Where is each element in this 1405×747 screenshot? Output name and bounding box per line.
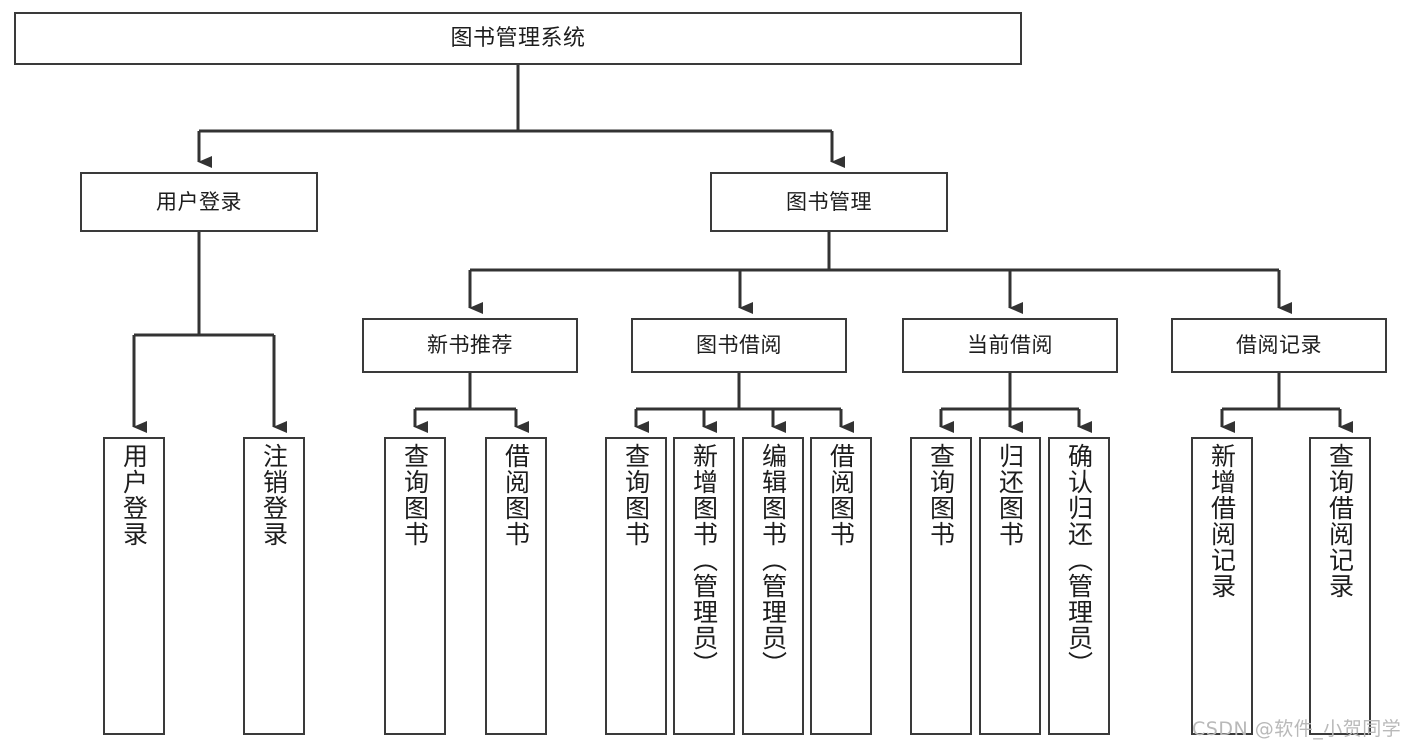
leaf-query-book-current[interactable]: 查询图书 — [910, 437, 972, 735]
leaf-confirm-return-admin[interactable]: 确认归还（管理员） — [1048, 437, 1110, 735]
leaf-add-borrow-record[interactable]: 新增借阅记录 — [1191, 437, 1253, 735]
node-label: 归还图书 — [995, 443, 1025, 547]
leaf-borrow-book-recommendation[interactable]: 借阅图书 — [485, 437, 547, 735]
node-book-borrow[interactable]: 图书借阅 — [631, 318, 847, 373]
leaf-add-book-admin[interactable]: 新增图书（管理员） — [673, 437, 735, 735]
node-label: 查询借阅记录 — [1325, 443, 1355, 599]
node-label: 新书推荐 — [427, 333, 513, 357]
node-label: 借阅图书 — [501, 443, 531, 547]
node-label: 用户登录 — [156, 189, 242, 214]
node-label: 编辑图书（管理员） — [758, 443, 788, 677]
node-current-borrow[interactable]: 当前借阅 — [902, 318, 1118, 373]
leaf-query-book-recommendation[interactable]: 查询图书 — [384, 437, 446, 735]
leaf-borrow-book[interactable]: 借阅图书 — [810, 437, 872, 735]
leaf-return-book[interactable]: 归还图书 — [979, 437, 1041, 735]
node-label: 当前借阅 — [967, 333, 1053, 357]
node-label: 新增图书（管理员） — [689, 443, 719, 677]
leaf-edit-book-admin[interactable]: 编辑图书（管理员） — [742, 437, 804, 735]
node-new-book-recommendation[interactable]: 新书推荐 — [362, 318, 578, 373]
node-label: 查询图书 — [400, 443, 430, 547]
leaf-user-login[interactable]: 用户登录 — [103, 437, 165, 735]
watermark-text: CSDN @软件_小贺同学 — [1192, 718, 1402, 740]
node-label: 查询图书 — [926, 443, 956, 547]
leaf-logout[interactable]: 注销登录 — [243, 437, 305, 735]
node-label: 用户登录 — [119, 443, 149, 547]
node-label: 借阅图书 — [826, 443, 856, 547]
node-book-management-branch[interactable]: 图书管理 — [710, 172, 948, 232]
node-root-library-management-system[interactable]: 图书管理系统 — [14, 12, 1022, 65]
node-label: 注销登录 — [259, 443, 289, 547]
node-label: 新增借阅记录 — [1207, 443, 1237, 599]
node-label: 借阅记录 — [1236, 333, 1322, 357]
node-borrow-record[interactable]: 借阅记录 — [1171, 318, 1387, 373]
node-user-login-branch[interactable]: 用户登录 — [80, 172, 318, 232]
node-label: 图书借阅 — [696, 333, 782, 357]
leaf-query-borrow-record[interactable]: 查询借阅记录 — [1309, 437, 1371, 735]
leaf-query-book-borrow[interactable]: 查询图书 — [605, 437, 667, 735]
node-label: 图书管理 — [786, 189, 872, 214]
node-label: 确认归还（管理员） — [1064, 443, 1094, 677]
node-label: 图书管理系统 — [450, 25, 586, 51]
node-label: 查询图书 — [621, 443, 651, 547]
